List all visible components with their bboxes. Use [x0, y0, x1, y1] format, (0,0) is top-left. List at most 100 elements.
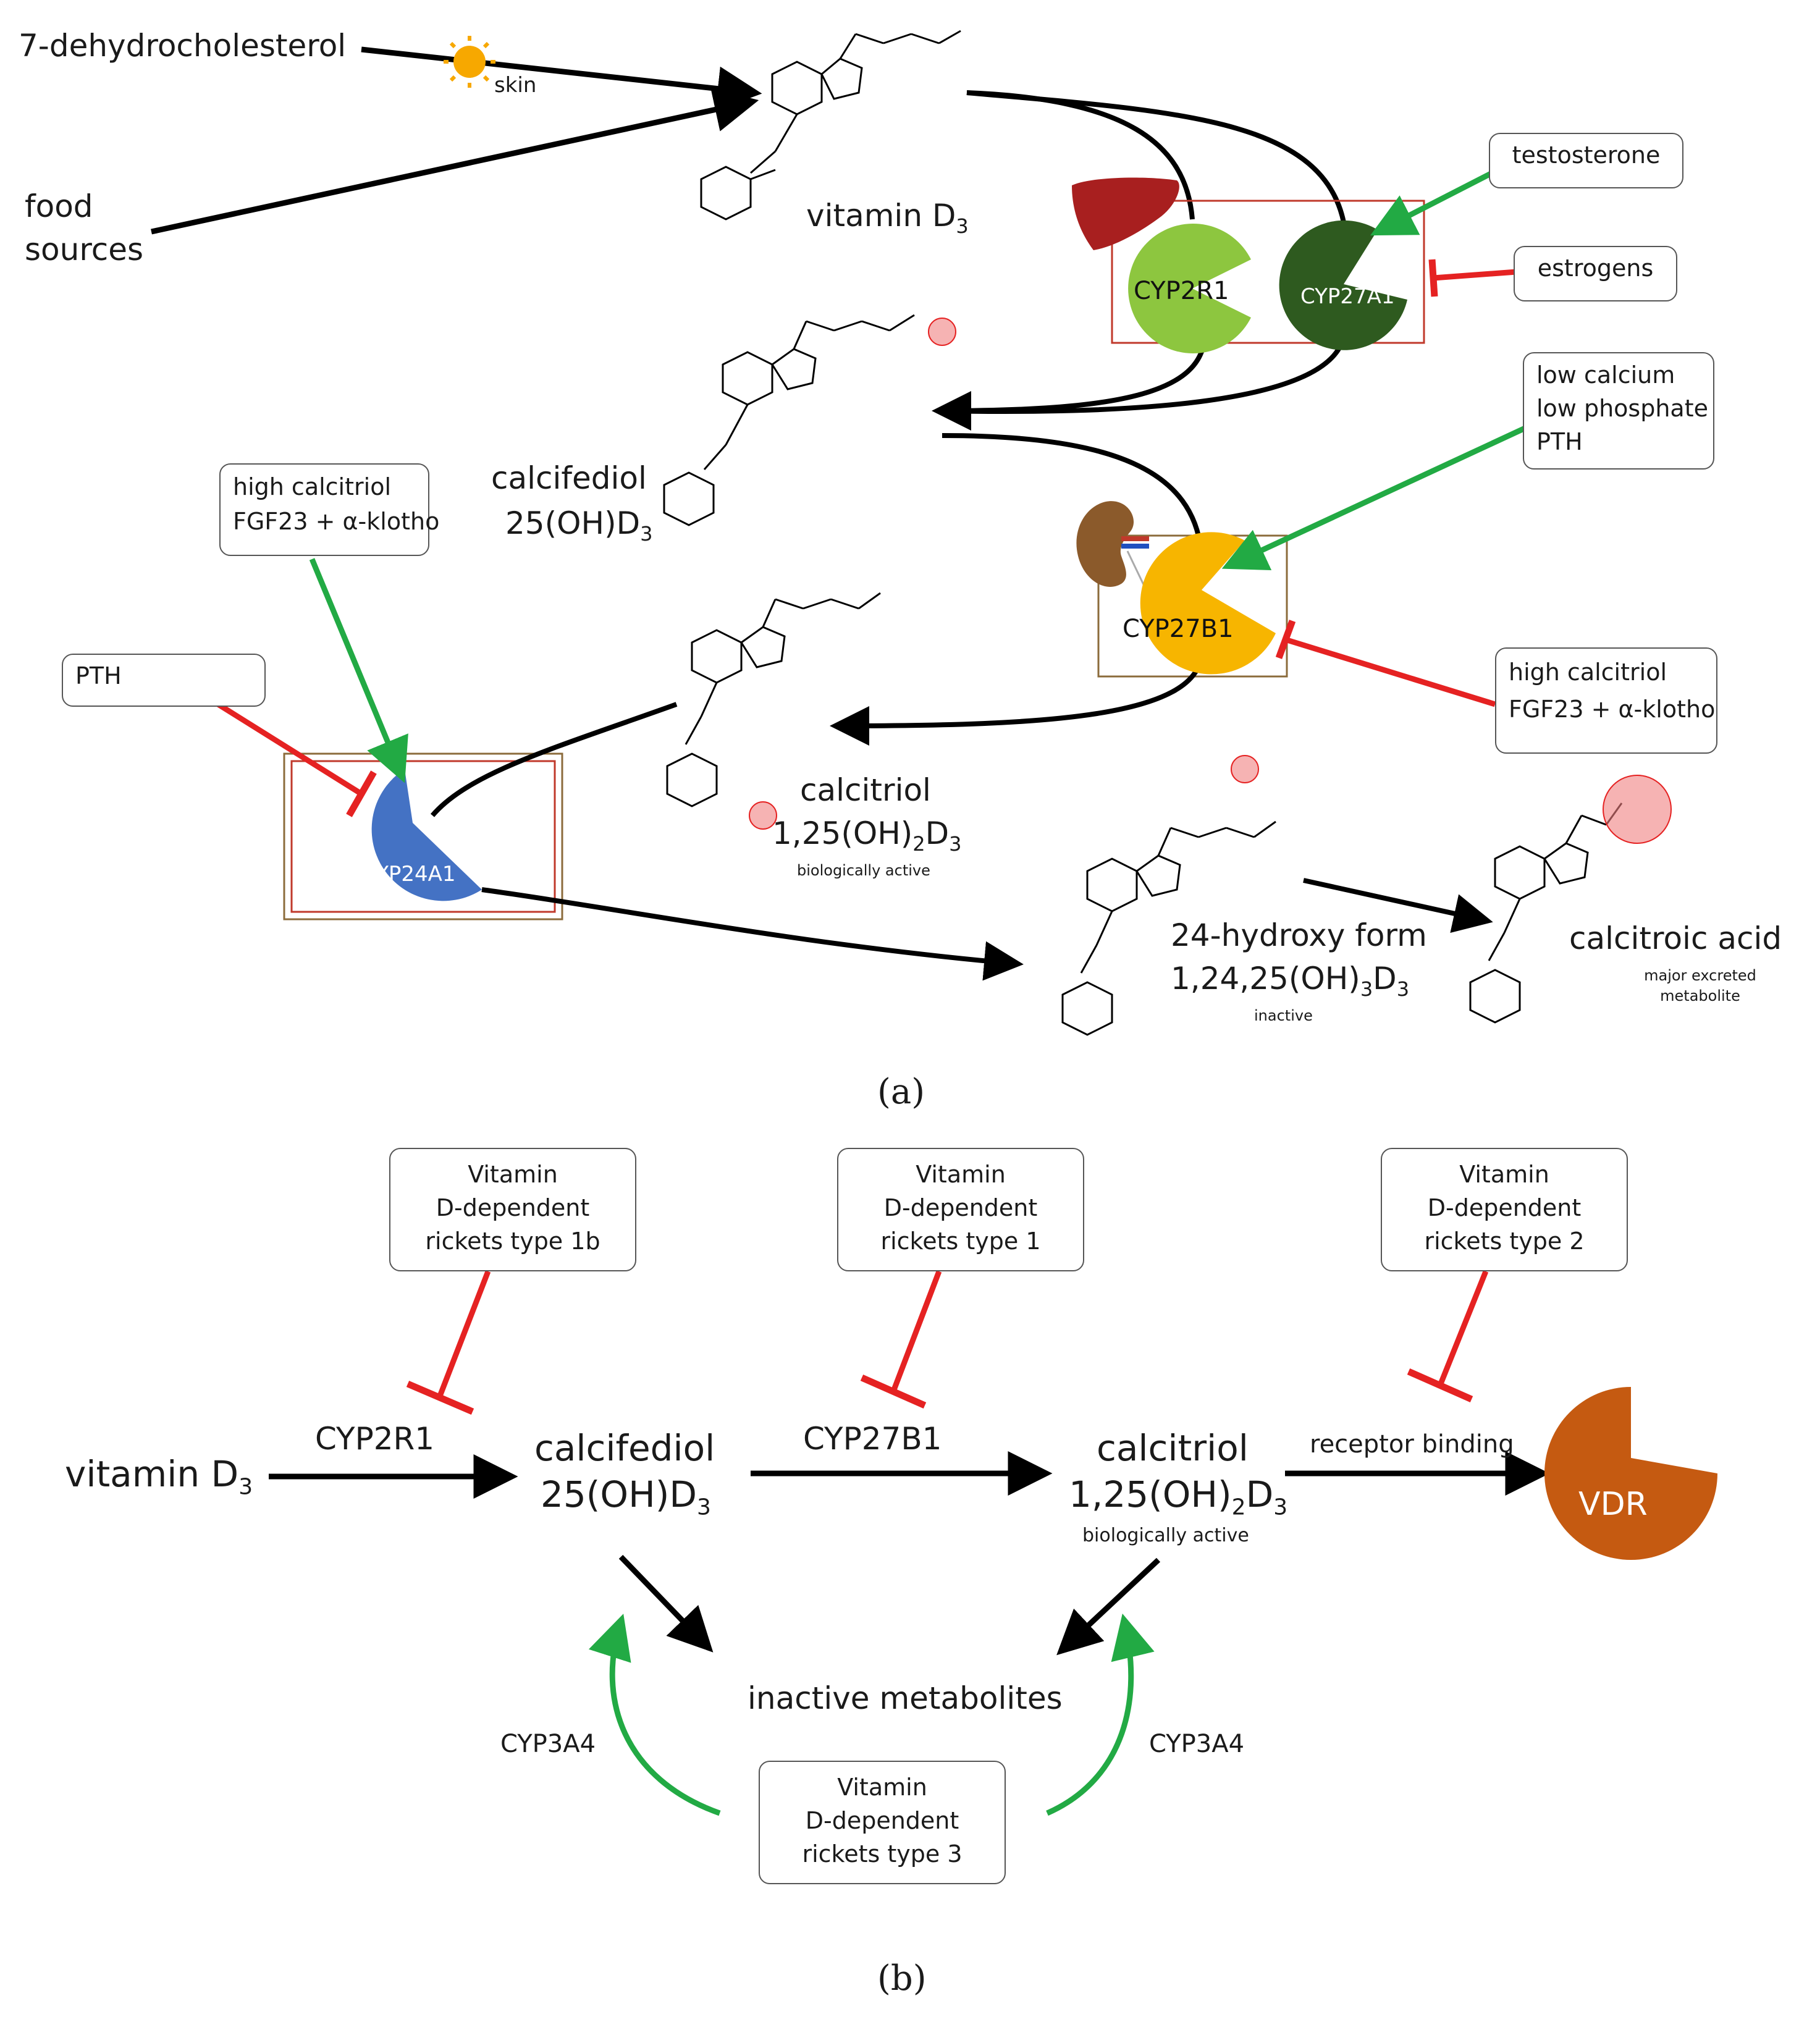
enzyme-label-cyp27b1: CYP27B1 — [1123, 615, 1234, 643]
box-rickets-3: Vitamin D-dependent rickets type 3 — [759, 1761, 1006, 1884]
arrow-cyp3a4-right — [1046, 1613, 1155, 1816]
rickets-line: rickets type 2 — [1424, 1228, 1585, 1255]
rickets-line: rickets type 3 — [802, 1840, 963, 1868]
calcifediol-oh-highlight — [928, 318, 956, 346]
label-calcifediol: calcifediol — [491, 460, 647, 496]
arrow-7dhc-to-vitd3 — [361, 46, 762, 111]
arrow-low-activates — [1221, 423, 1530, 571]
label-24-hydroxy-note: inactive — [1254, 1007, 1313, 1024]
curve-cyp27b1-to-calcitriol — [830, 654, 1204, 746]
box-low-line: PTH — [1536, 428, 1583, 455]
calcifediol-molecule — [663, 314, 915, 526]
panel-label-a: (a) — [877, 1072, 925, 1112]
enzyme-label-cyp24a1: CYP24A1 — [361, 862, 456, 887]
label-vdr: VDR — [1578, 1486, 1648, 1523]
curve-vitd3-to-cyp27a1 — [966, 90, 1346, 223]
inhibit-rickets-1b — [406, 1270, 491, 1415]
label-food: food — [25, 188, 93, 224]
inhibit-high-right — [1275, 620, 1496, 707]
liver-icon — [1072, 177, 1179, 250]
box-pth: PTH — [62, 654, 266, 707]
rickets-line: D-dependent — [436, 1194, 590, 1221]
enzyme-label-cyp27a1: CYP27A1 — [1300, 284, 1395, 309]
arrow-food-to-vitd3 — [151, 88, 759, 235]
calcitriol-oh-highlight — [749, 801, 777, 830]
label-calcitriol: calcitriol — [800, 772, 931, 808]
box-estrogens: estrogens — [1514, 246, 1677, 301]
label-calcifediol-formula: 25(OH)D3 — [505, 505, 653, 546]
label-b-calcitriol-formula: 1,25(OH)2D3 — [1069, 1473, 1288, 1520]
cyp2r1-shape — [1128, 224, 1251, 354]
cyp27b1-shape — [1140, 532, 1276, 675]
label-b-cyp27b1: CYP27B1 — [803, 1421, 942, 1457]
label-b-cyp2r1: CYP2R1 — [315, 1421, 435, 1457]
box-high-calcitriol-left: high calcitriol FGF23 + α-klotho — [219, 463, 440, 556]
enzyme-label-cyp2r1: CYP2R1 — [1134, 277, 1229, 305]
liver-enzyme-box — [1111, 200, 1425, 344]
hydroxy24-oh-highlight — [1231, 755, 1259, 783]
calcitroic-cooh-highlight — [1603, 775, 1672, 844]
cyp27a1-shape — [1279, 220, 1407, 350]
label-cyp3a4-left: CYP3A4 — [500, 1730, 596, 1758]
arrow-24hydroxy-to-calcitroic — [1303, 878, 1493, 933]
label-b-calcifediol-formula: 25(OH)D3 — [541, 1473, 711, 1520]
label-b-vitamin-d3: vitamin D3 — [65, 1453, 253, 1500]
label-skin: skin — [494, 73, 537, 98]
curve-calcifediol-to-cyp27b1 — [942, 433, 1204, 557]
label-calcitroic-acid: calcitroic acid — [1569, 920, 1782, 956]
box-rickets-1b: Vitamin D-dependent rickets type 1b — [389, 1148, 636, 1271]
hydroxy24-molecule — [1061, 820, 1276, 1036]
inhibit-pth — [211, 699, 377, 817]
rickets-line: Vitamin — [837, 1774, 927, 1801]
label-24-hydroxy-formula: 1,24,25(OH)3D3 — [1171, 961, 1410, 1001]
label-cyp3a4-right: CYP3A4 — [1149, 1730, 1245, 1758]
arrow-high-left-activates — [309, 558, 408, 783]
inhibit-estrogens — [1428, 259, 1517, 297]
calcitroic-molecule — [1469, 802, 1623, 1024]
box-high-line: high calcitriol — [233, 473, 391, 500]
cyp24a1-shape — [371, 769, 482, 901]
box-rickets-2: Vitamin D-dependent rickets type 2 — [1381, 1148, 1628, 1271]
label-b-calcitriol-note: biologically active — [1082, 1525, 1249, 1546]
box-high-line: FGF23 + α-klotho — [233, 508, 440, 535]
label-b-calcifediol: calcifediol — [534, 1427, 715, 1469]
cyp24a1-inner-box — [290, 760, 556, 913]
curve-cyp27a1-to-calcifediol — [938, 336, 1346, 414]
kidney-icon — [1076, 501, 1150, 597]
box-high-line: high calcitriol — [1509, 659, 1667, 686]
label-b-calcitriol: calcitriol — [1097, 1427, 1249, 1469]
label-7-dehydrocholesterol: 7-dehydrocholesterol — [19, 28, 347, 64]
rickets-line: rickets type 1 — [880, 1228, 1041, 1255]
arrow-calcifediol-to-inactive — [618, 1554, 714, 1653]
rickets-line: D-dependent — [1427, 1194, 1582, 1221]
curve-cyp24a1-to-24hydroxy — [481, 887, 1024, 981]
label-24-hydroxy: 24-hydroxy form — [1171, 917, 1427, 953]
inhibit-rickets-2 — [1407, 1270, 1489, 1403]
label-receptor-binding: receptor binding — [1310, 1430, 1514, 1459]
panel-label-b: (b) — [877, 1958, 927, 1999]
label-calcitroic-note2: metabolite — [1660, 987, 1740, 1005]
label-calcitriol-formula: 1,25(OH)2D3 — [772, 815, 962, 856]
curve-calcitriol-to-cyp24a1 — [430, 702, 678, 817]
label-inactive-metabolites: inactive metabolites — [748, 1680, 1063, 1716]
box-rickets-1: Vitamin D-dependent rickets type 1 — [837, 1148, 1084, 1271]
sun-icon — [444, 36, 495, 88]
rickets-line: D-dependent — [805, 1807, 959, 1834]
rickets-line: rickets type 1b — [425, 1228, 600, 1255]
vitd3-molecule — [700, 30, 961, 221]
arrow-cyp3a4-left — [588, 1614, 721, 1816]
box-low-line: low phosphate — [1536, 395, 1708, 422]
inhibit-rickets-1 — [860, 1270, 942, 1409]
rickets-line: Vitamin — [916, 1161, 1006, 1188]
label-vitamin-d3: vitamin D3 — [806, 198, 969, 238]
box-low-line: low calcium — [1536, 361, 1675, 389]
rickets-line: Vitamin — [468, 1161, 558, 1188]
calcitriol-molecule — [666, 592, 881, 807]
label-calcitroic-note1: major excreted — [1644, 967, 1756, 984]
arrow-calcitriol-to-inactive — [1056, 1557, 1161, 1656]
label-sources: sources — [25, 232, 144, 267]
cyp24a1-outer-box — [283, 752, 563, 920]
box-testosterone: testosterone — [1489, 133, 1683, 188]
vdr-shape — [1544, 1387, 1717, 1560]
